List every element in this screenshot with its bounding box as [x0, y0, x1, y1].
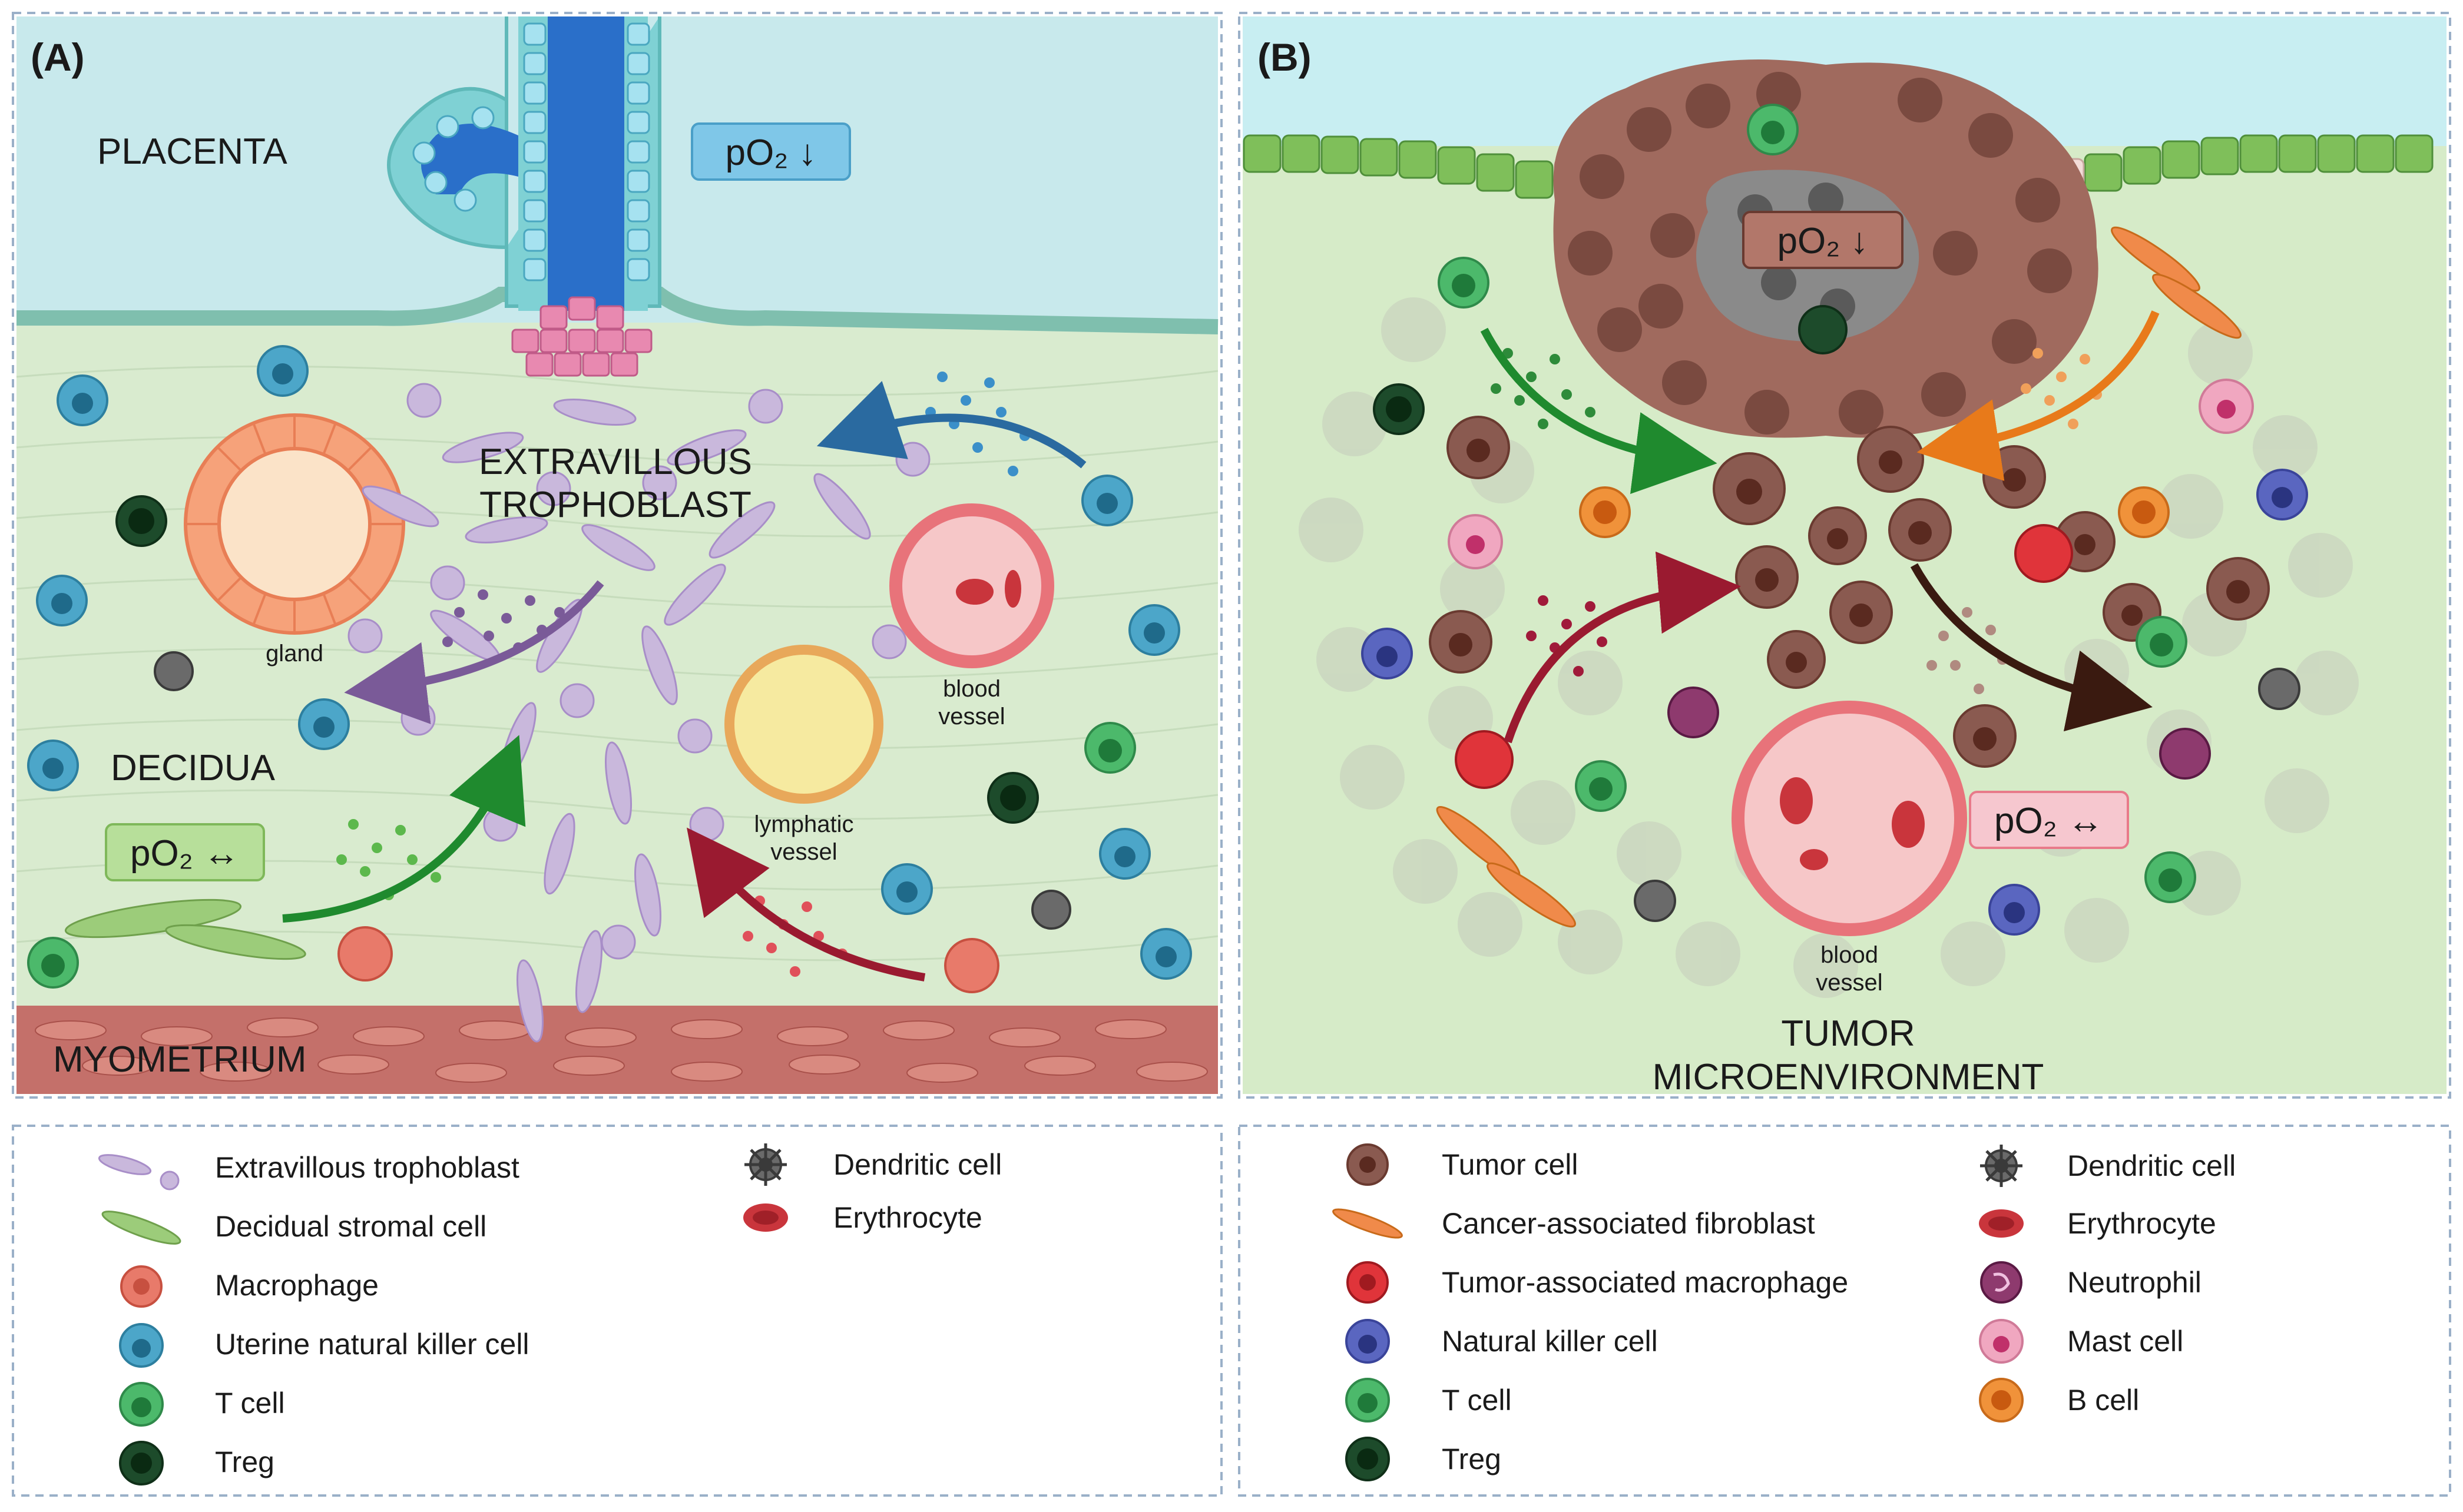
placenta-label: PLACENTA: [97, 131, 287, 172]
panel-a-tag: (A): [31, 35, 85, 79]
legend-b-label-0: Tumor cell: [1442, 1148, 1578, 1181]
legend-a-label-0: Extravillous trophoblast: [215, 1151, 519, 1184]
legend-b-label-9: Mast cell: [2067, 1325, 2183, 1358]
lymph-label-2: vessel: [770, 839, 837, 865]
po2-low-label-a: pO₂ ↓: [726, 132, 817, 173]
gland: [184, 413, 405, 635]
legend-a: Extravillous trophoblast Decidual stroma…: [12, 1125, 1223, 1497]
evt-label-line1: EXTRAVILLOUS: [479, 442, 752, 482]
legend-b: Tumor cell Cancer-associated fibroblast …: [1238, 1125, 2451, 1497]
panel-b: pO₂ ↓: [1238, 12, 2451, 1099]
legend-a-label-5: Treg: [215, 1445, 274, 1478]
unk-cells: [27, 345, 1192, 980]
blood-vessel-a-label-1: blood: [943, 676, 1001, 702]
blood-vessel-b: [1732, 701, 1967, 936]
legend-b-label-2: Tumor-associated macrophage: [1442, 1266, 1848, 1299]
mast-cell-icon: [1979, 1319, 2024, 1364]
neutrophil-icon: [1980, 1261, 2022, 1304]
legend-a-label-7: Erythrocyte: [833, 1201, 982, 1234]
b-cell-icon: [1979, 1378, 2024, 1423]
erythrocyte-icon: [1979, 1209, 2024, 1238]
legend-a-label-3: Uterine natural killer cell: [215, 1328, 529, 1361]
dendritic-cell-icon: [1980, 1145, 2022, 1187]
legend-b-label-8: Neutrophil: [2067, 1266, 2202, 1299]
panel-b-tag: (B): [1257, 35, 1312, 79]
evt-label-line2: TROPHOBLAST: [479, 485, 752, 525]
po2-normal-box-a: pO₂ ↔: [105, 823, 265, 881]
tme-label-line2: MICROENVIRONMENT: [1653, 1057, 2044, 1097]
legend-a-label-1: Decidual stromal cell: [215, 1210, 486, 1243]
unk-cell-icon: [119, 1323, 164, 1368]
po2-normal-box-b: pO₂ ↔: [1969, 791, 2129, 849]
po2-normal-label-a: pO₂ ↔: [130, 833, 240, 874]
tam-icon: [1346, 1261, 1389, 1304]
legend-b-label-1: Cancer-associated fibroblast: [1442, 1207, 1815, 1240]
t-cell-icon: [1345, 1378, 1390, 1423]
lymph-label-1: lymphatic: [754, 811, 854, 837]
legend-b-label-10: B cell: [2067, 1384, 2139, 1417]
tumor-cell-icon: [1346, 1143, 1389, 1186]
tumor-mass: pO₂ ↓: [1553, 59, 2098, 438]
treg-icon: [1345, 1437, 1390, 1481]
legend-b-label-4: T cell: [1442, 1384, 1512, 1417]
po2-low-label-b: pO₂ ↓: [1777, 221, 1869, 261]
blood-vessel-a: [889, 503, 1054, 668]
po2-normal-label-b: pO₂ ↔: [1994, 801, 2104, 841]
erythrocyte-icon: [743, 1203, 788, 1232]
legend-a-label-2: Macrophage: [215, 1269, 379, 1302]
stromal-cell-icon: [101, 1211, 181, 1245]
legend-a-label-4: T cell: [215, 1387, 285, 1420]
treg-icon: [119, 1441, 164, 1486]
decidua-region: [16, 323, 1218, 1006]
decidua-label: DECIDUA: [111, 748, 276, 788]
legend-b-label-3: Natural killer cell: [1442, 1325, 1658, 1358]
blood-vessel-a-label-2: vessel: [938, 704, 1005, 730]
caf-icon: [1332, 1208, 1403, 1239]
po2-low-box-a: pO₂ ↓: [691, 122, 851, 181]
dendritic-cell-icon: [744, 1143, 787, 1186]
nk-cell-icon: [1345, 1319, 1390, 1364]
gland-label: gland: [266, 641, 323, 667]
trophoblast-icon: [98, 1154, 180, 1191]
lymphatic-vessel-a: [724, 645, 883, 804]
macrophage-icon: [120, 1265, 163, 1308]
po2-low-box-b: pO₂ ↓: [1742, 211, 1903, 269]
blood-vessel-b-label-2: vessel: [1816, 970, 1882, 996]
legend-b-label-6: Dendritic cell: [2067, 1149, 2236, 1182]
myometrium-label: MYOMETRIUM: [53, 1039, 307, 1080]
tme-label-line1: TUMOR: [1781, 1013, 1915, 1054]
t-cell-icon: [119, 1382, 164, 1427]
panel-a: pO₂ ↓ pO₂ ↔ (A) PLACENTA EXTRAVILLOUS TR…: [12, 12, 1223, 1099]
legend-b-label-5: Treg: [1442, 1443, 1501, 1475]
legend-b-label-7: Erythrocyte: [2067, 1207, 2216, 1240]
legend-a-label-6: Dendritic cell: [833, 1148, 1002, 1181]
blood-vessel-b-label-1: blood: [1820, 942, 1878, 968]
